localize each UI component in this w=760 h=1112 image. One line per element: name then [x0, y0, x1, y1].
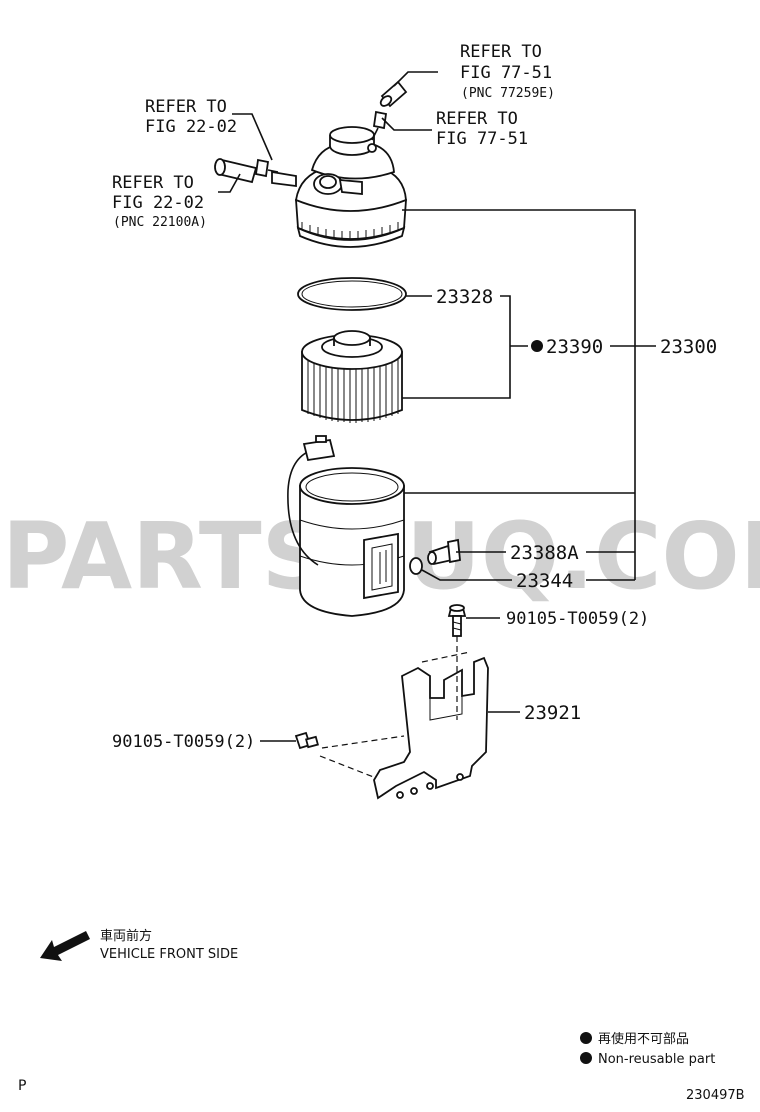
part-23344-label[interactable]: 23344 — [516, 570, 573, 592]
refer-3-line2: FIG 22-02 — [145, 117, 237, 137]
refer-2-line1: REFER TO — [436, 109, 518, 129]
front-arrow-icon — [40, 931, 90, 961]
bolt-top-label[interactable]: 90105-T0059(2) — [506, 609, 649, 629]
legend-jp: 再使用不可部品 — [598, 1031, 689, 1047]
bolt-left — [294, 731, 319, 750]
filter-element-23390 — [301, 330, 403, 423]
legend-bullet-icon-2 — [580, 1052, 592, 1064]
refer-label-3: REFER TO FIG 22-02 — [145, 97, 237, 137]
refer-label-4: REFER TO FIG 22-02 (PNC 22100A) — [112, 173, 207, 230]
refer-2-line2: FIG 77-51 — [436, 129, 528, 149]
front-side-en: VEHICLE FRONT SIDE — [100, 947, 238, 962]
refer-1-line2: FIG 77-51 — [460, 63, 552, 83]
diagram-code: 230497B — [686, 1088, 745, 1103]
fuel-hose-top — [371, 80, 408, 141]
refer-1-line1: REFER TO — [460, 42, 542, 62]
o-ring-23328 — [297, 277, 407, 311]
refer-label-1: REFER TO FIG 77-51 (PNC 77259E) — [460, 42, 555, 101]
legend: 再使用不可部品 Non-reusable part — [580, 1031, 715, 1067]
dashed-guides — [319, 636, 471, 779]
part-23921-label[interactable]: 23921 — [524, 702, 581, 724]
legend-bullet-icon — [580, 1032, 592, 1044]
o-ring-23344 — [409, 557, 423, 575]
sensor-23388A — [427, 538, 461, 566]
part-23328-label[interactable]: 23328 — [436, 286, 493, 308]
filter-housing — [287, 435, 405, 617]
footer-left-mark: P — [18, 1078, 26, 1094]
part-23300-label[interactable]: 23300 — [660, 336, 717, 358]
fuel-hose-left — [214, 158, 279, 184]
front-side-jp: 車両前方 — [100, 928, 152, 944]
non-reusable-icon — [531, 340, 543, 352]
bracket-23921 — [373, 656, 489, 800]
refer-label-2: REFER TO FIG 77-51 — [436, 109, 528, 149]
leader-lines — [218, 71, 656, 742]
filter-head — [271, 126, 407, 248]
refer-3-line1: REFER TO — [145, 97, 227, 117]
part-23390-label[interactable]: 23390 — [546, 336, 603, 358]
refer-4-line2: FIG 22-02 — [112, 193, 204, 213]
legend-en: Non-reusable part — [598, 1052, 715, 1067]
bolt-left-label[interactable]: 90105-T0059(2) — [112, 732, 255, 752]
refer-1-line3: (PNC 77259E) — [461, 86, 555, 101]
refer-4-line1: REFER TO — [112, 173, 194, 193]
part-23388A-label[interactable]: 23388A — [510, 542, 579, 564]
vehicle-front-indicator: 車両前方 VEHICLE FRONT SIDE — [40, 928, 238, 962]
refer-4-line3: (PNC 22100A) — [113, 215, 207, 230]
bolt-top — [447, 604, 467, 637]
